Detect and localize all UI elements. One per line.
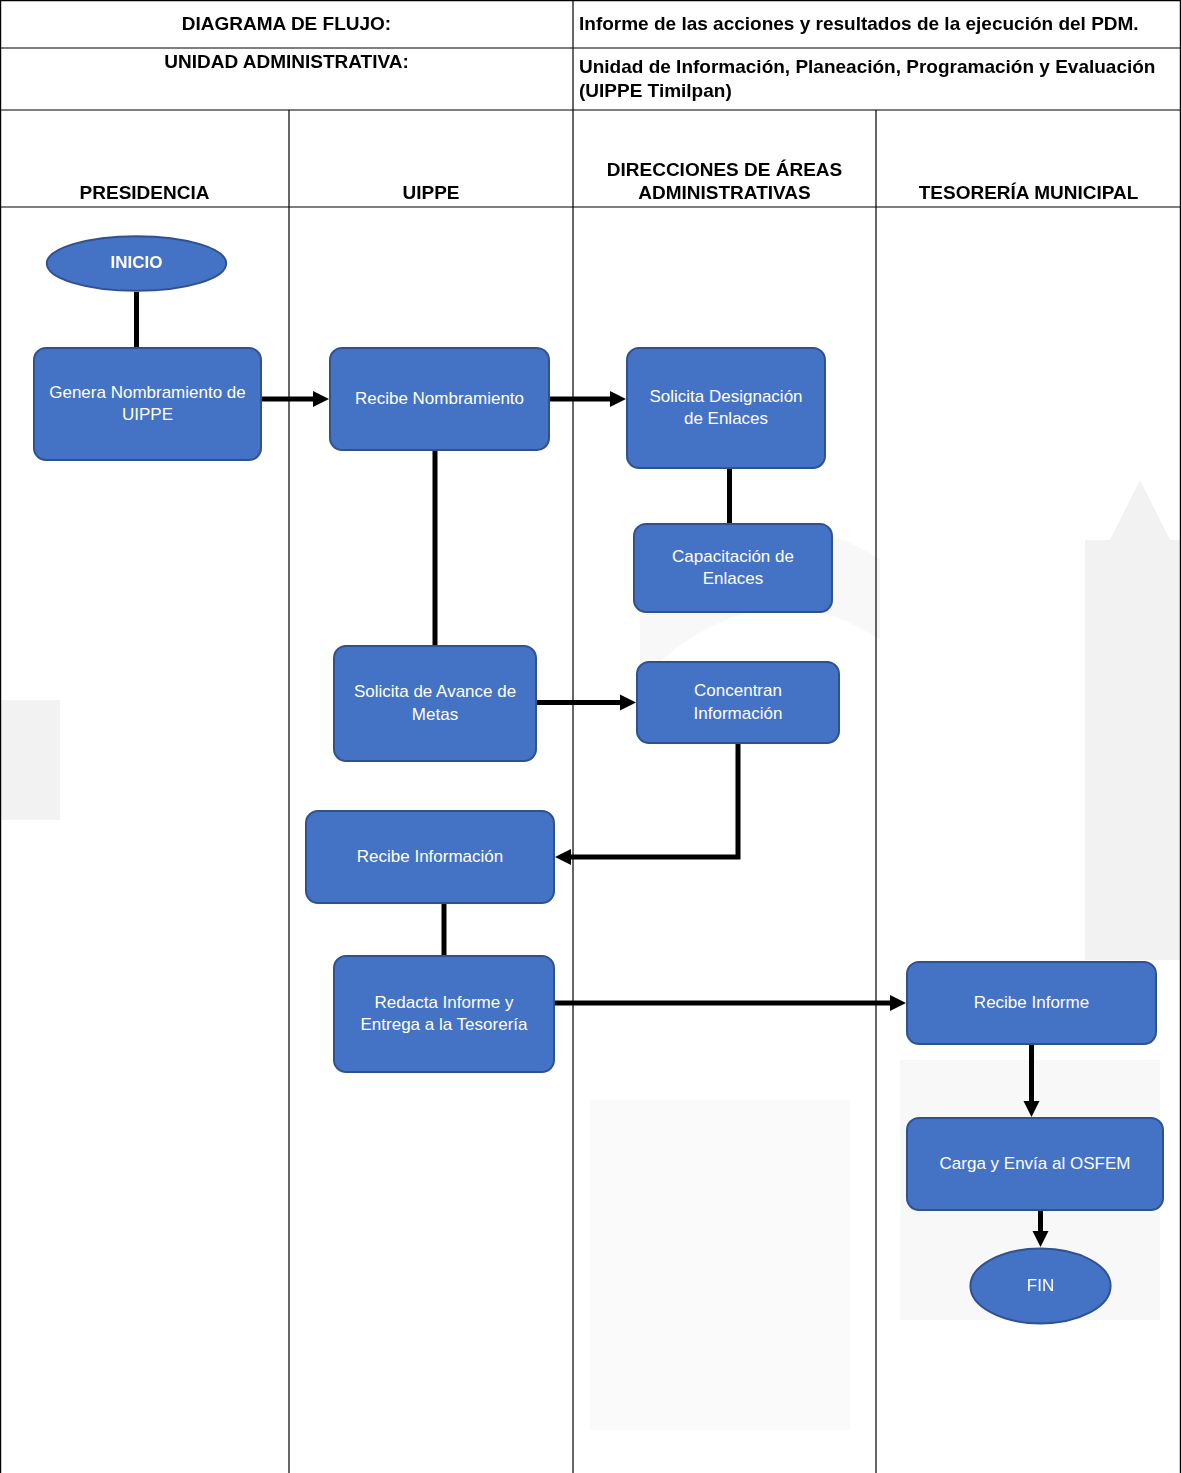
process-box: Concentran Información <box>636 661 840 744</box>
watermark <box>0 480 1181 1430</box>
lane-header: TESORERÍA MUNICIPAL <box>876 110 1181 207</box>
lane-header: DIRECCIONES DE ÁREAS ADMINISTRATIVAS <box>573 110 876 207</box>
label-text: DIAGRAMA DE FLUJO: <box>182 12 391 36</box>
node-text: Solicita Designación de Enlaces <box>628 380 824 436</box>
node-text: INICIO <box>101 246 173 280</box>
process-box: Recibe Información <box>305 810 555 904</box>
connector-line <box>537 700 622 705</box>
label-text: PRESIDENCIA <box>80 181 210 205</box>
connector-line <box>550 397 612 402</box>
arrow-head <box>1024 1101 1040 1117</box>
node-text: FIN <box>1017 1269 1064 1303</box>
connector <box>262 391 329 407</box>
header-label: DIAGRAMA DE FLUJO: <box>0 0 573 48</box>
process-box: Redacta Informe y Entrega a la Tesorería <box>333 955 555 1073</box>
connector-line <box>433 451 438 645</box>
process-box: Solicita de Avance de Metas <box>333 645 537 762</box>
label-text: UNIDAD ADMINISTRATIVA: <box>164 50 409 74</box>
node-text: Carga y Envía al OSFEM <box>930 1147 1141 1181</box>
connector <box>1033 1211 1049 1247</box>
connector-line <box>134 292 139 347</box>
process-box: Recibe Nombramiento <box>329 347 550 451</box>
start-ellipse: INICIO <box>45 235 228 292</box>
header-value: Informe de las acciones y resultados de … <box>573 0 1181 48</box>
connector <box>729 469 730 523</box>
header-label: UNIDAD ADMINISTRATIVA: <box>0 48 573 110</box>
arrow-head <box>313 391 329 407</box>
connector-line <box>727 469 732 523</box>
label-text: DIRECCIONES DE ÁREAS ADMINISTRATIVAS <box>579 158 870 206</box>
node-text: Recibe Nombramiento <box>345 382 534 416</box>
connector-line <box>1038 1211 1043 1233</box>
arrow-head <box>610 391 626 407</box>
arrow-head <box>890 995 906 1011</box>
label-text: Informe de las acciones y resultados de … <box>579 12 1139 36</box>
process-box: Recibe Informe <box>906 961 1157 1045</box>
end-ellipse: FIN <box>969 1247 1112 1325</box>
process-box: Solicita Designación de Enlaces <box>626 347 826 469</box>
connector-line <box>442 904 447 955</box>
connector <box>555 744 738 865</box>
connector-line <box>555 1001 892 1006</box>
label-text: Unidad de Información, Planeación, Progr… <box>579 55 1175 103</box>
node-text: Genera Nombramiento de UIPPE <box>35 376 260 432</box>
connector <box>444 904 445 955</box>
arrow-head <box>620 695 636 711</box>
process-box: Capacitación de Enlaces <box>633 523 833 613</box>
connector <box>555 995 906 1011</box>
label-text: TESORERÍA MUNICIPAL <box>919 181 1139 205</box>
connector-line <box>569 744 738 857</box>
node-text: Solicita de Avance de Metas <box>335 675 535 731</box>
node-text: Recibe Informe <box>964 986 1099 1020</box>
node-text: Concentran Información <box>638 674 838 730</box>
connector <box>550 391 626 407</box>
connector <box>435 451 436 645</box>
connector-line <box>1029 1045 1034 1103</box>
arrow-head <box>555 849 571 865</box>
header-value: Unidad de Información, Planeación, Progr… <box>573 48 1181 110</box>
node-text: Capacitación de Enlaces <box>635 540 831 596</box>
lane-header: PRESIDENCIA <box>0 110 289 207</box>
process-box: Genera Nombramiento de UIPPE <box>33 347 262 461</box>
node-text: Redacta Informe y Entrega a la Tesorería <box>335 986 553 1042</box>
node-text: Recibe Información <box>347 840 513 874</box>
label-text: UIPPE <box>402 181 459 205</box>
connector <box>136 292 137 347</box>
connector <box>1024 1045 1040 1117</box>
process-box: Carga y Envía al OSFEM <box>906 1117 1164 1211</box>
lane-header: UIPPE <box>289 110 573 207</box>
arrow-head <box>1033 1231 1049 1247</box>
connector-line <box>262 397 315 402</box>
connector <box>537 695 636 711</box>
